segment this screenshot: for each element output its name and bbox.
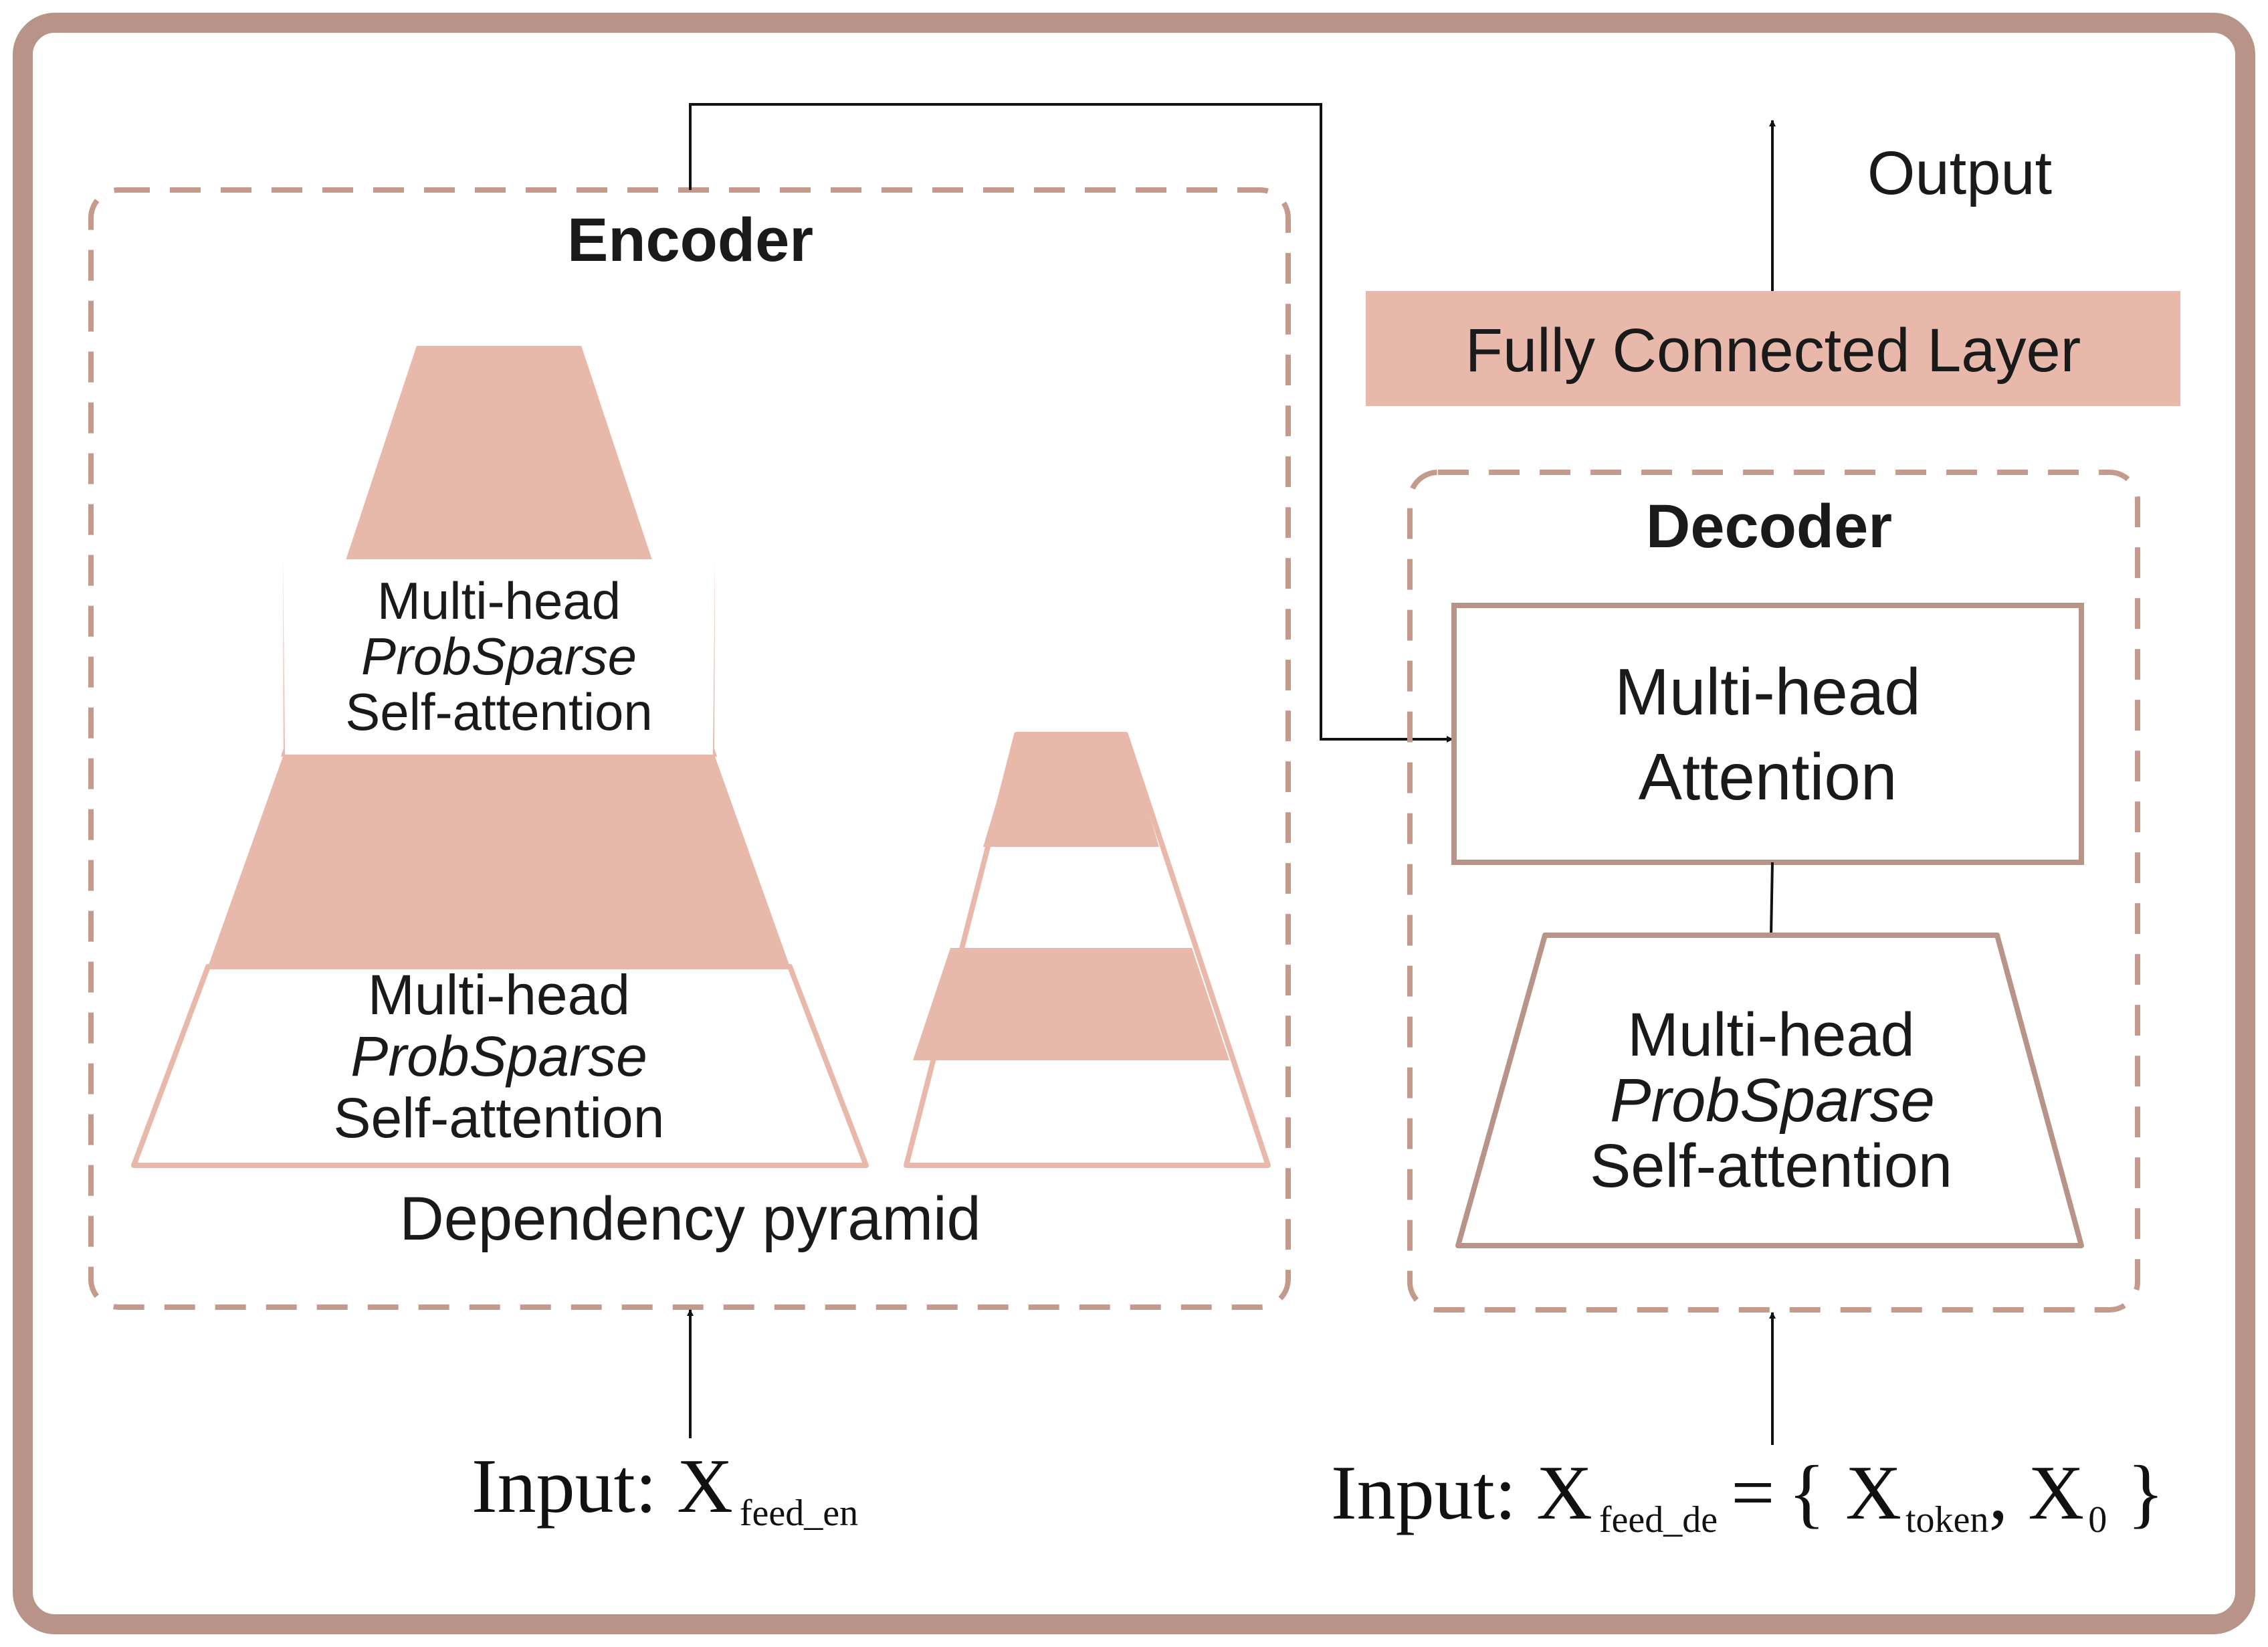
svg-text:ProbSparse: ProbSparse: [1610, 1066, 1935, 1135]
svg-text:Attention: Attention: [1639, 740, 1897, 813]
svg-text:Multi-head: Multi-head: [1615, 655, 1921, 729]
small-pyramid: [904, 732, 1271, 1168]
fully-connected-layer: [1366, 291, 2180, 406]
svg-text:ProbSparse: ProbSparse: [361, 627, 637, 686]
decoder-attention-box: [1451, 603, 2084, 865]
dependency-pyramid-caption: Dependency pyramid: [399, 1185, 981, 1253]
outer-frame: [13, 13, 2255, 1634]
decoder-inner-connector: [1770, 862, 1774, 936]
encoder-lower-layer-label: Multi-head ProbSparse Self-attention: [334, 963, 665, 1149]
encoder-to-decoder-connector: [689, 103, 1453, 743]
svg-text:Self-attention: Self-attention: [1590, 1132, 1952, 1200]
decoder-self-attention-trapezoid: [1455, 933, 2084, 1248]
decoder-attention-label: Multi-head Attention: [1615, 655, 1921, 813]
fully-connected-layer-label: Fully Connected Layer: [1465, 316, 2081, 385]
large-pyramid: [131, 346, 869, 1168]
decoder-dashed-box: [1407, 470, 2140, 1313]
encoder-title: Encoder: [567, 206, 813, 274]
svg-text:ProbSparse: ProbSparse: [350, 1025, 647, 1088]
decoder-title: Decoder: [1646, 492, 1892, 561]
output-label: Output: [1867, 139, 2052, 207]
decoder-self-attention-label: Multi-head ProbSparse Self-attention: [1590, 1001, 1952, 1200]
svg-text:Multi-head: Multi-head: [377, 571, 621, 630]
svg-text:Multi-head: Multi-head: [368, 963, 630, 1026]
encoder-upper-layer-label: Multi-head ProbSparse Self-attention: [345, 571, 653, 741]
svg-text:Self-attention: Self-attention: [334, 1086, 665, 1149]
svg-text:Multi-head: Multi-head: [1627, 1001, 1915, 1069]
svg-text:Self-attention: Self-attention: [345, 682, 653, 741]
